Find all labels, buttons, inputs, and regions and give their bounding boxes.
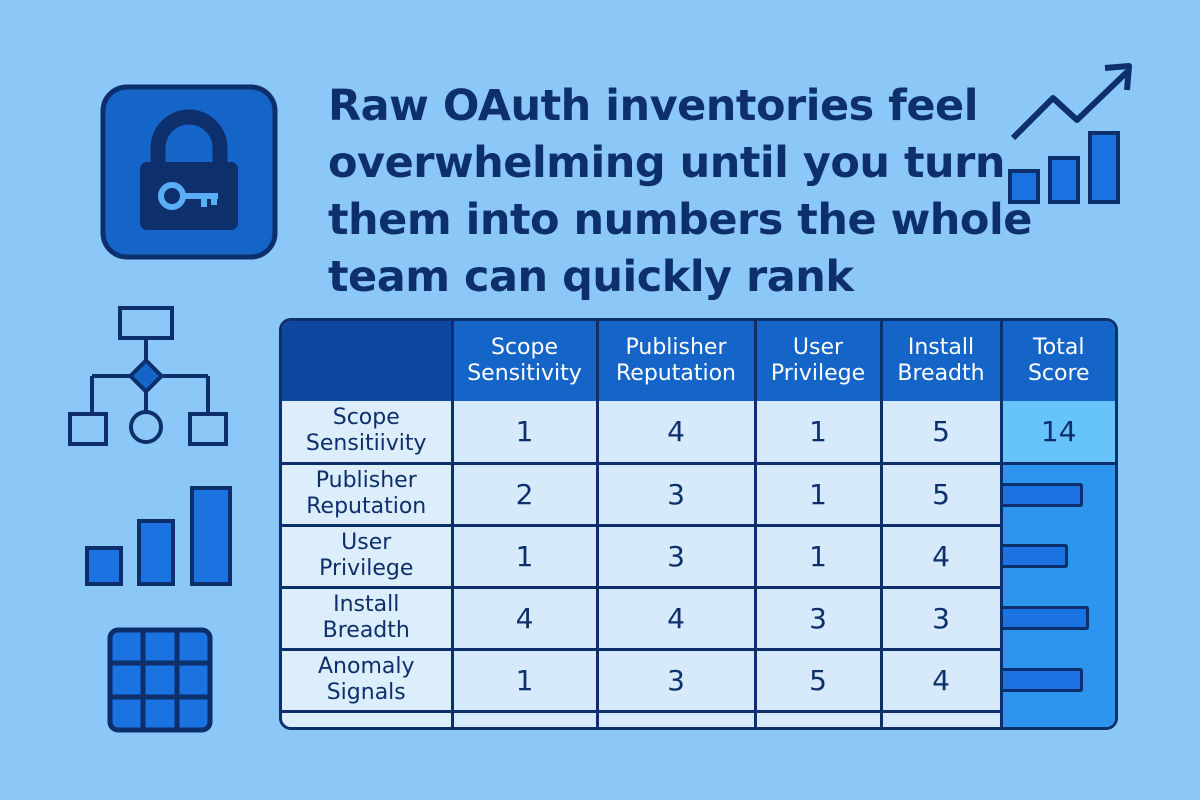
empty-cell xyxy=(879,709,1003,727)
total-score-bar xyxy=(1002,544,1068,568)
table-row-empty xyxy=(282,709,1115,727)
total-score-cell xyxy=(999,525,1115,587)
empty-cell xyxy=(753,709,883,727)
total-score-cell xyxy=(999,463,1115,525)
score-cell: 1 xyxy=(450,647,599,713)
score-cell: 5 xyxy=(879,401,1003,465)
headline-line: team can quickly rank xyxy=(328,252,854,302)
total-score-bar xyxy=(1002,482,1083,507)
score-cell: 3 xyxy=(595,461,757,527)
score-cell: 3 xyxy=(753,585,883,651)
total-score-bar xyxy=(1002,606,1089,630)
score-cell: 2 xyxy=(450,461,599,527)
score-cell: 5 xyxy=(879,461,1003,527)
headline: Raw OAuth inventories feel overwhelming … xyxy=(328,78,1032,306)
score-cell: 4 xyxy=(879,523,1003,589)
total-score-bar xyxy=(1002,668,1083,692)
total-score-cell xyxy=(999,587,1115,649)
score-cell: 3 xyxy=(879,585,1003,651)
score-cell: 1 xyxy=(450,523,599,589)
total-score-cell: 14 xyxy=(999,401,1115,465)
score-cell: 1 xyxy=(753,461,883,527)
score-cell: 3 xyxy=(595,647,757,713)
score-cell: 4 xyxy=(595,585,757,651)
lock-key-icon xyxy=(100,84,278,260)
trend-chart-icon xyxy=(1008,63,1132,204)
score-cell: 5 xyxy=(753,647,883,713)
score-cell: 4 xyxy=(595,401,757,465)
score-cell: 1 xyxy=(753,523,883,589)
empty-cell xyxy=(595,709,757,727)
empty-cell xyxy=(282,709,454,727)
score-cell: 4 xyxy=(450,585,599,651)
empty-cell xyxy=(450,709,599,727)
headline-line: Raw OAuth inventories feel xyxy=(328,81,978,131)
grid-icon xyxy=(107,627,213,733)
total-score-cell xyxy=(999,649,1115,711)
flowchart-icon xyxy=(68,306,228,446)
corner-cell xyxy=(282,321,454,401)
score-cell: 3 xyxy=(595,523,757,589)
score-cell: 1 xyxy=(753,401,883,465)
score-cell: 4 xyxy=(879,647,1003,713)
score-cell: 1 xyxy=(450,401,599,465)
bar-chart-icon xyxy=(85,486,232,586)
headline-line: them into numbers the whole xyxy=(328,195,1032,245)
headline-line: overwhelming until you turn xyxy=(328,138,1005,188)
empty-cell xyxy=(999,711,1115,727)
